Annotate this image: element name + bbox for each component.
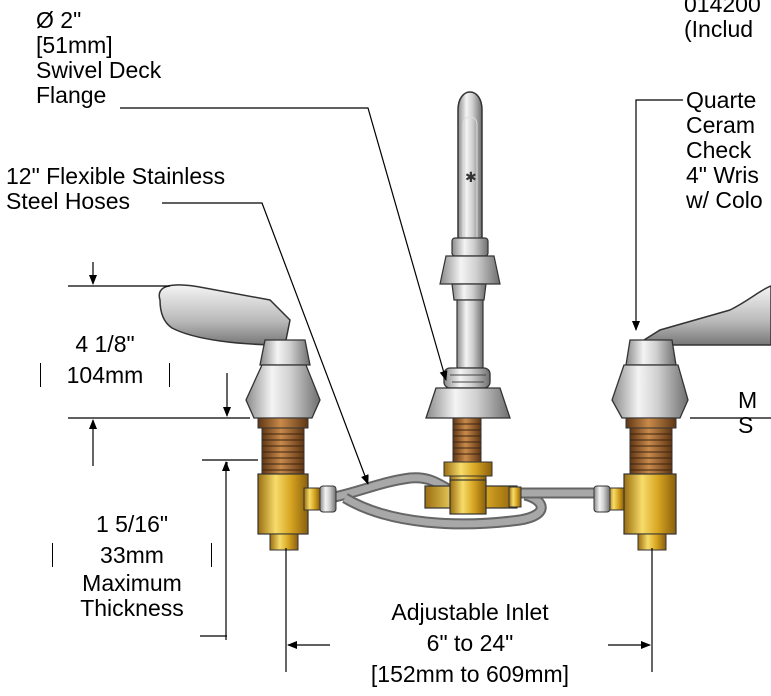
handle-text-line2: Ceram [686,112,756,138]
inlet-range-mm: [152mm to 609mm] [370,661,570,687]
mount-text-line2: S [738,412,754,438]
handle-text-line1: Quarte [686,87,757,113]
flange-text-line1: Swivel Deck [36,57,162,83]
flexible-hose [328,472,600,530]
handle-text-line3: Check [686,137,752,163]
handle-text-line5: w/ Colo [686,187,763,213]
inlet-dimension-label: Adjustable Inlet 6" to 24" [152mm to 609… [320,600,620,687]
height-mm: 104mm [40,363,170,387]
thickness-mm: 33mm [52,543,212,567]
thickness-text-line2: Thickness [80,595,184,621]
hoses-text-line1: 12" Flexible Stainless [6,163,226,189]
right-valve [593,285,771,551]
handle-text-line4: 4" Wris [686,162,759,188]
mount-text-line1: M [738,387,758,413]
inlet-text-line1: Adjustable Inlet [391,599,549,625]
height-dimension-label: 4 1/8" 104mm [40,332,170,387]
thickness-dimension-label: 1 5/16" 33mm Maximum Thickness [52,512,212,621]
flange-diameter-mm: [51mm] [36,32,113,58]
inlet-range-inches: 6" to 24" [426,630,514,656]
flange-label: Ø 2" [51mm] Swivel Deck Flange [36,8,161,108]
left-valve [158,284,337,551]
mount-label: M S [738,388,757,438]
flange-text-line2: Flange [36,82,107,108]
part-number-label: 014200 (Includ [684,0,761,42]
flange-diameter: Ø 2" [36,7,82,33]
thickness-text-line1: Maximum [82,570,182,596]
hoses-label: 12" Flexible Stainless Steel Hoses [6,164,225,214]
handle-label: Quarte Ceram Check 4" Wris w/ Colo [686,88,763,213]
spout-logo-icon: ✱ [465,170,477,186]
height-inches: 4 1/8" [75,331,135,357]
leader-lines [120,99,771,485]
tee-fitting [424,479,522,515]
part-number-note: (Includ [684,16,754,42]
center-spout: ✱ [425,91,511,489]
dimension-lines [68,262,653,672]
part-number: 014200 [684,0,761,17]
hoses-text-line2: Steel Hoses [6,188,131,214]
thickness-inches: 1 5/16" [95,511,169,537]
